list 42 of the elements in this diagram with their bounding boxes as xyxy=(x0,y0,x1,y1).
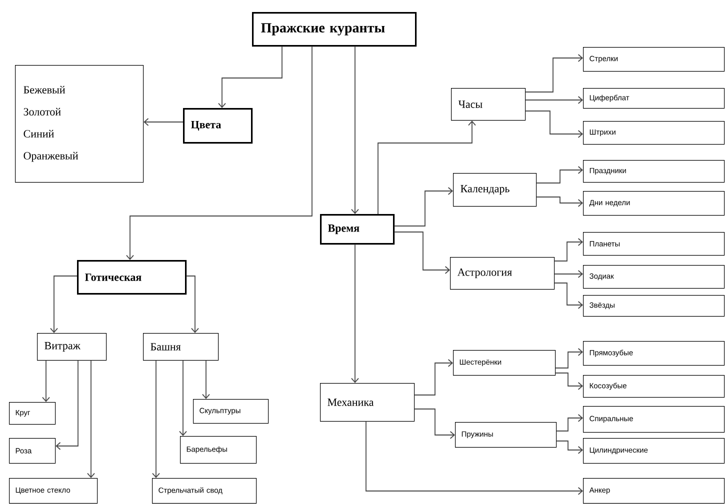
arrow xyxy=(556,440,583,454)
arrow xyxy=(126,46,312,260)
arrow xyxy=(414,359,453,396)
arrow xyxy=(525,54,583,92)
arrow xyxy=(378,120,476,214)
arrow xyxy=(351,46,359,214)
arrow xyxy=(42,360,50,402)
arrow xyxy=(536,166,583,184)
arrow xyxy=(218,46,282,108)
arrow xyxy=(556,414,583,432)
title-box: Пражские куранты xyxy=(252,12,417,47)
arrow xyxy=(56,360,78,450)
category-box: Астрология xyxy=(450,257,555,290)
arrow xyxy=(366,421,583,495)
category-box: Календарь xyxy=(453,173,537,207)
arrow xyxy=(394,232,450,274)
arrow xyxy=(152,360,160,478)
arrow xyxy=(554,282,583,309)
arrow xyxy=(554,238,583,262)
category-box: Механика xyxy=(320,383,415,422)
category-box: Цвета xyxy=(183,108,253,144)
arrow xyxy=(144,118,184,126)
arrow xyxy=(555,348,583,368)
arrow xyxy=(525,96,583,104)
category-box: Башня xyxy=(143,333,219,361)
arrow xyxy=(555,372,583,390)
arrow xyxy=(202,360,210,399)
arrow xyxy=(87,360,95,478)
category-box: Готическая xyxy=(77,260,187,295)
arrow xyxy=(525,110,583,138)
arrow xyxy=(50,276,78,333)
list-box: Бежевый Золотой Синий Оранжевый xyxy=(15,65,144,183)
arrow xyxy=(186,276,199,333)
arrow xyxy=(554,270,583,278)
arrow xyxy=(536,196,583,207)
category-box: Витраж xyxy=(37,333,107,361)
arrow xyxy=(394,187,453,226)
arrow xyxy=(351,244,359,383)
category-box: Часы xyxy=(451,88,526,121)
arrow xyxy=(414,408,455,439)
arrow xyxy=(179,360,187,436)
category-box: Время xyxy=(320,214,395,245)
